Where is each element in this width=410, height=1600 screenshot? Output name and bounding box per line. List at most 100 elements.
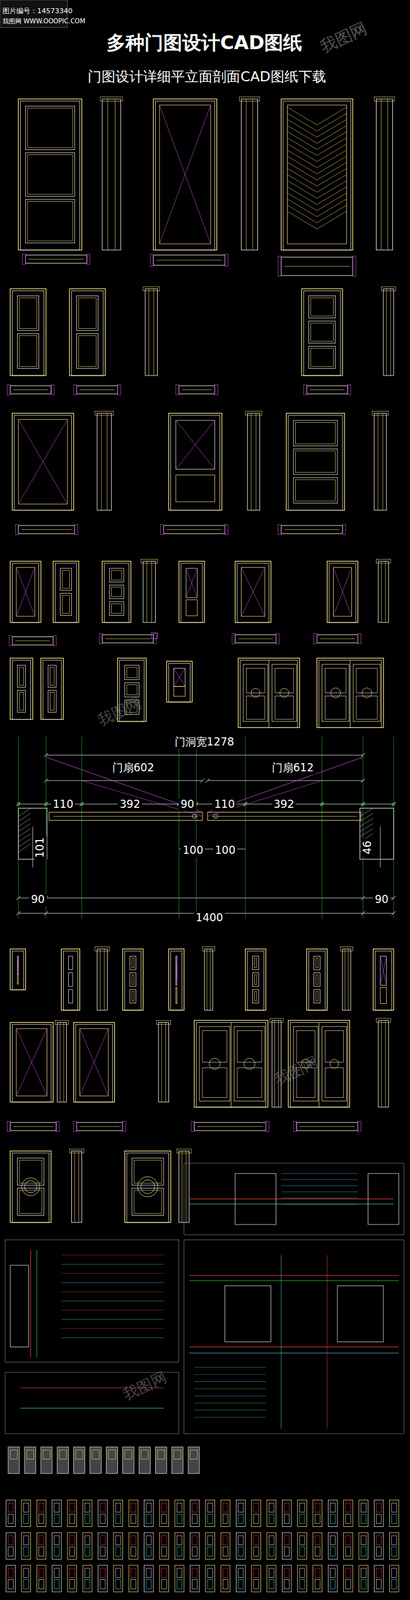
cad-rect	[314, 634, 318, 645]
cad-line	[17, 956, 19, 975]
cad-line	[165, 1023, 166, 1103]
cad-rect	[6, 384, 11, 395]
cad-line	[189, 1199, 394, 1201]
cad-rect	[68, 990, 73, 1005]
cad-rect	[73, 384, 77, 395]
cad-line	[344, 949, 346, 1012]
cad-circle	[392, 803, 396, 807]
cad-rect	[271, 1021, 282, 1109]
cad-line	[74, 1152, 76, 1224]
cad-line	[181, 1152, 183, 1224]
cad-rect	[39, 1548, 45, 1558]
cad-rect	[312, 1534, 323, 1561]
cad-rect	[113, 1534, 123, 1561]
cad-rect	[328, 1566, 338, 1594]
cad-circle	[80, 803, 84, 807]
cad-rect	[345, 1569, 351, 1580]
cad-rect	[100, 97, 123, 101]
cad-rect	[284, 1548, 290, 1558]
cad-rect	[299, 1504, 305, 1514]
cad-rect	[98, 1566, 108, 1594]
cad-circle	[213, 814, 218, 819]
cad-rect	[205, 1501, 216, 1528]
cad-rect	[235, 1566, 246, 1594]
cad-line	[16, 1029, 48, 1097]
cad-rect	[16, 567, 35, 617]
cad-line	[16, 802, 21, 807]
cad-rect	[374, 1501, 384, 1528]
cad-rect	[168, 413, 222, 511]
cad-rect	[293, 420, 338, 446]
cad-rect	[225, 1286, 272, 1343]
cad-rect	[389, 1501, 400, 1528]
cad-rect	[345, 1515, 351, 1526]
cad-rect	[251, 1534, 262, 1561]
cad-rect	[71, 1152, 82, 1224]
cad-rect	[299, 1569, 305, 1580]
cad-rect	[375, 951, 392, 1012]
cad-rect	[293, 449, 338, 475]
cad-line	[194, 1375, 266, 1377]
cad-rect	[241, 99, 258, 251]
cad-rect	[175, 956, 178, 986]
dimension-text: 门洞宽1278	[172, 736, 236, 750]
cad-rect	[17, 296, 40, 332]
cad-rect	[299, 1548, 305, 1558]
cad-rect	[60, 568, 72, 592]
cad-rect	[68, 956, 73, 971]
cad-line	[390, 288, 392, 376]
cad-line	[194, 1382, 266, 1384]
cad-circle	[21, 1178, 40, 1197]
cad-rect	[309, 296, 336, 319]
cad-line	[61, 1311, 164, 1312]
cad-line	[161, 1023, 163, 1103]
cad-circle	[329, 1060, 339, 1070]
cad-rect	[143, 562, 156, 624]
cad-rect	[189, 1566, 200, 1594]
cad-rect	[19, 1191, 43, 1215]
cad-line	[63, 1023, 64, 1103]
cad-rect	[124, 666, 140, 681]
cad-rect	[8, 1569, 14, 1580]
cad-rect	[10, 1023, 53, 1103]
cad-rect	[237, 563, 269, 624]
cad-rect	[8, 1581, 14, 1591]
cad-rect	[27, 201, 73, 242]
cad-line	[61, 1320, 164, 1321]
cad-rect	[238, 1515, 244, 1526]
cad-rect	[179, 562, 205, 624]
cad-rect	[144, 1501, 154, 1528]
cad-rect	[391, 1515, 397, 1526]
cad-rect	[56, 1122, 60, 1133]
cad-line	[17, 956, 19, 975]
cad-rect	[175, 384, 180, 395]
cad-rect	[376, 1504, 382, 1514]
cad-line	[16, 567, 35, 617]
cad-line	[189, 1276, 399, 1278]
cad-rect	[104, 563, 129, 624]
cad-rect	[176, 1504, 182, 1514]
cad-rect	[238, 1537, 244, 1547]
cad-rect	[106, 1448, 118, 1475]
cad-line	[284, 529, 340, 531]
cad-rect	[69, 288, 106, 376]
cad-rect	[168, 949, 184, 1012]
cad-rect	[237, 1068, 262, 1099]
cad-line	[385, 1021, 387, 1109]
cad-rect	[220, 1534, 231, 1561]
cad-rect	[314, 1569, 320, 1580]
cad-rect	[204, 949, 213, 1012]
cad-rect	[286, 413, 345, 511]
cad-rect	[299, 1515, 305, 1526]
cad-rect	[222, 1504, 228, 1514]
cad-rect	[49, 693, 54, 711]
cad-rect	[207, 1504, 213, 1514]
cad-line	[114, 99, 116, 251]
cad-rect	[316, 658, 383, 728]
cad-rect	[151, 633, 158, 640]
cad-line	[360, 753, 365, 758]
cad-line	[319, 638, 355, 640]
cad-rect	[381, 287, 397, 291]
cad-rect	[69, 1515, 75, 1526]
cad-rect	[68, 973, 73, 988]
